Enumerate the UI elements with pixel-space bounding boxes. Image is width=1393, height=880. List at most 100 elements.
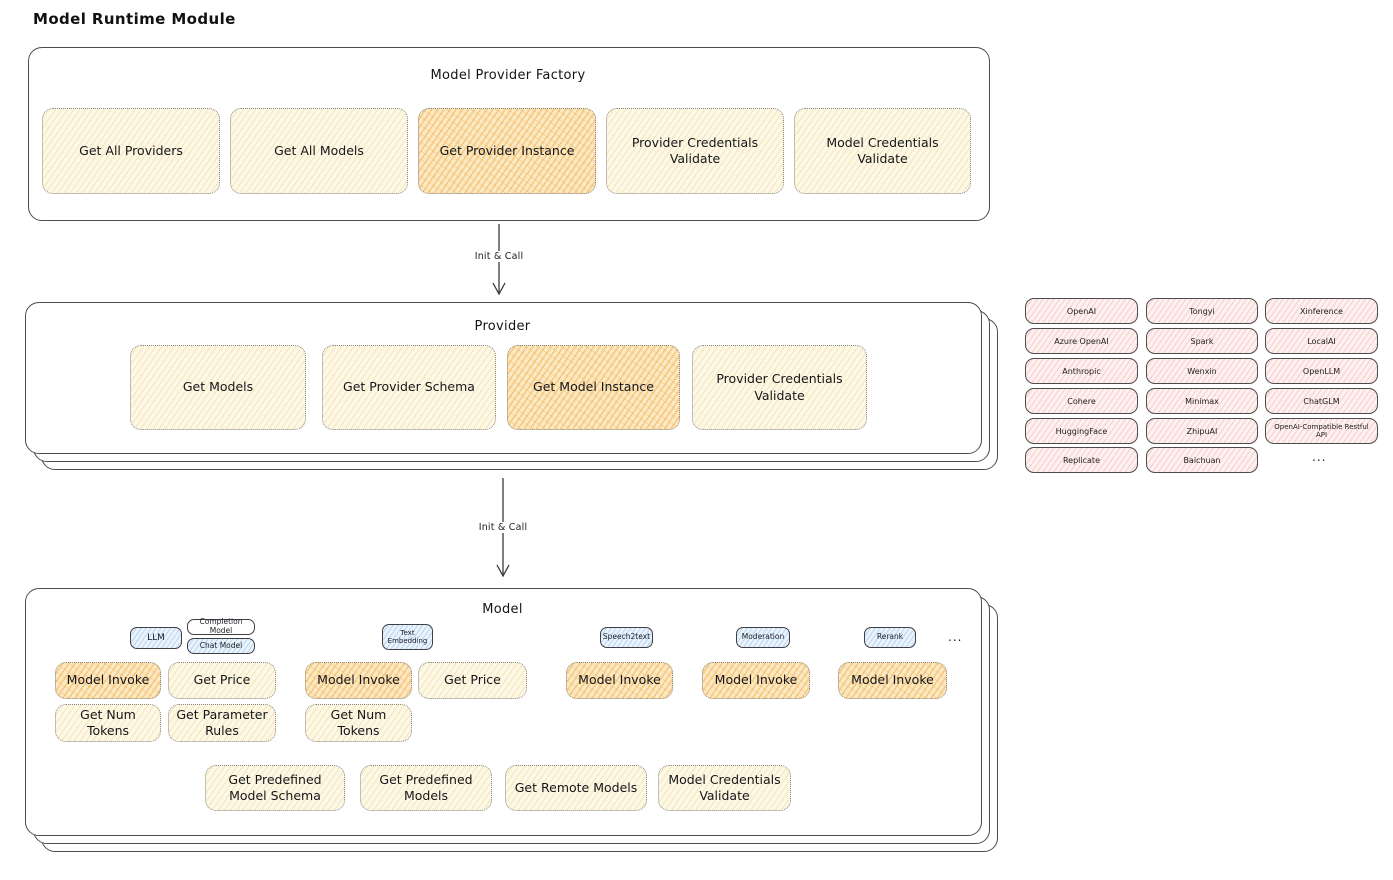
provider-op-provider-credentials-validate: Provider Credentials Validate [692, 345, 867, 430]
pill-label: Minimax [1185, 396, 1219, 406]
pill-label: Tongyi [1189, 306, 1215, 316]
provider-pill-minimax: Minimax [1146, 388, 1258, 414]
provider-pill-cohere: Cohere [1025, 388, 1138, 414]
model-type-tag-text-embedding: Text Embedding [382, 624, 433, 650]
model-op-invoke-text-embedding: Model Invoke [305, 662, 412, 699]
op-label: Get Provider Schema [343, 379, 475, 395]
tag-label: Chat Model [199, 640, 243, 650]
model-type-tag-completion-model: Completion Model [187, 617, 255, 635]
pill-label: Spark [1190, 336, 1214, 346]
pill-label: OpenAI-Compatible Restful API [1274, 423, 1369, 439]
op-label: Model Invoke [578, 672, 661, 688]
model-op-get-predefined-models: Get Predefined Models [360, 765, 492, 811]
pill-label: LocalAI [1307, 336, 1336, 346]
op-label: Get Num Tokens [80, 706, 136, 738]
provider-pill-wenxin: Wenxin [1146, 358, 1258, 384]
model-type-tag-rerank: Rerank [864, 627, 916, 648]
op-label: Provider Credentials Validate [631, 134, 759, 166]
pill-label: Xinference [1300, 306, 1343, 316]
factory-op-get-all-providers: Get All Providers [42, 108, 220, 194]
model-op-invoke-speech2text: Model Invoke [566, 662, 673, 699]
provider-pill-huggingface: HuggingFace [1025, 418, 1138, 444]
tag-label: Moderation [741, 632, 785, 642]
op-label: Model Invoke [714, 672, 798, 688]
pill-label: Anthropic [1062, 366, 1101, 376]
model-op-get-parameter-rules: Get Parameter Rules [168, 704, 276, 742]
tag-label: Text Embedding [387, 628, 428, 645]
op-label: Get Models [182, 379, 254, 395]
provider-pill-openai: OpenAI [1025, 298, 1138, 324]
model-op-model-credentials-validate: Model Credentials Validate [658, 765, 791, 811]
op-label: Model Invoke [317, 672, 400, 688]
factory-op-get-provider-instance: Get Provider Instance [418, 108, 596, 194]
provider-op-get-models: Get Models [130, 345, 306, 430]
pill-label: Wenxin [1187, 366, 1217, 376]
pill-label: OpenAI [1066, 306, 1097, 316]
pill-label: OpenLLM [1302, 366, 1341, 376]
provider-pill-azure-openai: Azure OpenAI [1025, 328, 1138, 354]
model-op-invoke-llm: Model Invoke [55, 662, 161, 699]
provider-pill-localai: LocalAI [1265, 328, 1378, 354]
provider-pill-xinference: Xinference [1265, 298, 1378, 324]
op-label: Get All Providers [79, 142, 183, 158]
model-types-more-ellipsis: ... [948, 630, 963, 644]
pill-label: Baichuan [1183, 455, 1221, 465]
model-op-get-num-tokens-llm: Get Num Tokens [55, 704, 161, 742]
provider-pill-openai-compatible-restful-api: OpenAI-Compatible Restful API [1265, 418, 1378, 444]
op-label: Model Credentials Validate [668, 771, 781, 803]
provider-op-get-model-instance: Get Model Instance [507, 345, 680, 430]
tag-label: Rerank [876, 632, 904, 642]
pill-label: Replicate [1062, 455, 1100, 465]
op-label: Get All Models [274, 142, 364, 158]
pill-label: HuggingFace [1055, 426, 1108, 436]
model-title: Model [482, 602, 523, 617]
factory-op-get-all-models: Get All Models [230, 108, 408, 194]
provider-pill-openllm: OpenLLM [1265, 358, 1378, 384]
pill-label: ZhipuAI [1186, 426, 1218, 436]
op-label: Get Price [193, 672, 251, 688]
op-label: Get Parameter Rules [176, 706, 268, 738]
factory-op-provider-credentials-validate: Provider Credentials Validate [606, 108, 784, 194]
factory-title: Model Provider Factory [430, 68, 586, 83]
tag-label: Completion Model [199, 617, 243, 635]
arrow1-label: Init & Call [470, 251, 528, 262]
model-type-tag-llm: LLM [130, 627, 182, 649]
provider-pill-replicate: Replicate [1025, 447, 1138, 473]
provider-pill-zhipuai: ZhipuAI [1146, 418, 1258, 444]
model-op-get-remote-models: Get Remote Models [505, 765, 647, 811]
op-label: Model Invoke [851, 672, 934, 688]
op-label: Get Num Tokens [330, 706, 387, 738]
model-op-get-predefined-model-schema: Get Predefined Model Schema [205, 765, 345, 811]
model-op-invoke-rerank: Model Invoke [838, 662, 947, 699]
model-op-get-price-llm: Get Price [168, 662, 276, 699]
pill-label: ChatGLM [1303, 396, 1340, 406]
op-label: Get Provider Instance [439, 142, 575, 158]
provider-pill-anthropic: Anthropic [1025, 358, 1138, 384]
provider-title: Provider [474, 319, 531, 334]
op-label: Get Model Instance [533, 379, 654, 395]
provider-pill-tongyi: Tongyi [1146, 298, 1258, 324]
page-title: Model Runtime Module [33, 10, 236, 28]
op-label: Model Credentials Validate [826, 134, 939, 166]
tag-label: Speech2text [602, 632, 651, 642]
provider-pill-chatglm: ChatGLM [1265, 388, 1378, 414]
providers-more-ellipsis: ... [1312, 450, 1327, 464]
op-label: Get Remote Models [514, 779, 638, 795]
op-label: Get Price [444, 672, 501, 688]
provider-pill-spark: Spark [1146, 328, 1258, 354]
model-op-get-price-text-embedding: Get Price [418, 662, 527, 699]
op-label: Provider Credentials Validate [716, 371, 843, 403]
pill-label: Azure OpenAI [1054, 336, 1109, 346]
factory-op-model-credentials-validate: Model Credentials Validate [794, 108, 971, 194]
model-type-tag-chat-model: Chat Model [187, 638, 255, 654]
provider-pill-baichuan: Baichuan [1146, 447, 1258, 473]
op-label: Model Invoke [66, 672, 150, 688]
tag-label: LLM [147, 632, 165, 643]
model-type-tag-speech2text: Speech2text [600, 627, 653, 648]
arrow2-label: Init & Call [474, 522, 532, 533]
provider-op-get-provider-schema: Get Provider Schema [322, 345, 496, 430]
model-type-tag-moderation: Moderation [736, 627, 790, 648]
op-label: Get Predefined Models [379, 771, 473, 803]
model-op-invoke-moderation: Model Invoke [702, 662, 810, 699]
model-op-get-num-tokens-text-embedding: Get Num Tokens [305, 704, 412, 742]
